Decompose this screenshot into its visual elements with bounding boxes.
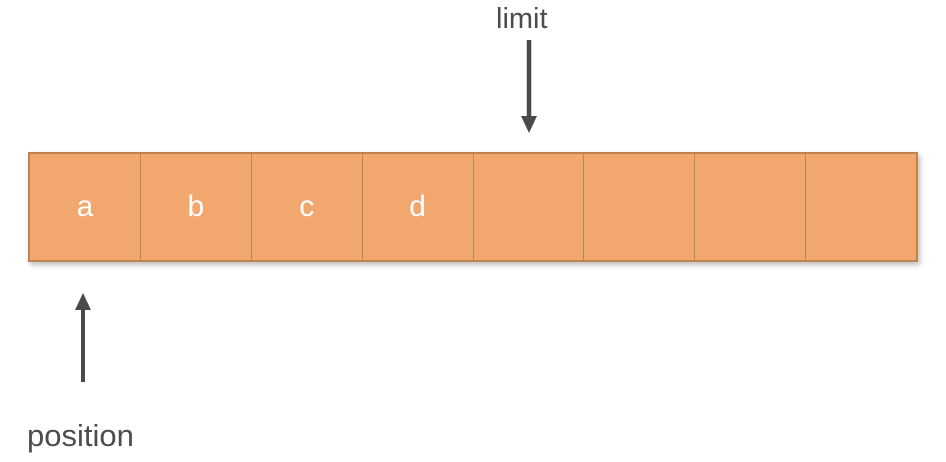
buffer-cell-6: [695, 154, 807, 260]
buffer-cell-5: [584, 154, 696, 260]
buffer-cell-3: d: [362, 154, 474, 260]
buffer-cell-7: [806, 154, 916, 260]
buffer-cell-1: b: [140, 154, 252, 260]
buffer-cell-0: a: [30, 154, 141, 260]
down-arrow-icon: [521, 40, 537, 133]
buffer-cell-2: c: [251, 154, 363, 260]
position-label: position: [27, 418, 134, 453]
limit-label: limit: [496, 3, 548, 35]
buffer-cell-4: [473, 154, 585, 260]
buffer-bar: a b c d: [28, 152, 918, 262]
up-arrow-icon: [75, 293, 91, 382]
